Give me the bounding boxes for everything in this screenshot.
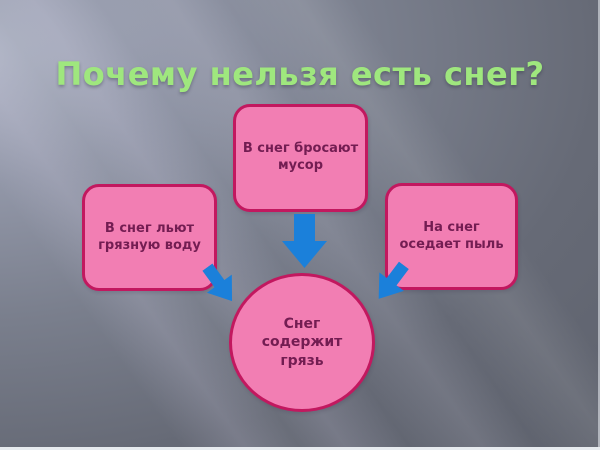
conclusion-circle: Снег содержит грязь: [229, 273, 375, 412]
slide-title: Почему нельзя есть снег?: [55, 55, 545, 94]
cause-box-label: На снег оседает пыль: [399, 219, 504, 252]
cause-box-dust: На снег оседает пыль: [385, 183, 518, 290]
arrow-top-to-circle-icon: [281, 214, 328, 269]
cause-box-label: В снег бросают мусор: [242, 141, 359, 173]
cause-box-label: В снег льют грязную воду: [98, 220, 201, 253]
cause-box-garbage: В снег бросают мусор: [233, 104, 368, 212]
arrow-left-to-circle-icon: [194, 258, 245, 312]
slide-edge-bottom: [0, 447, 600, 450]
cause-box-dirty-water: В снег льют грязную воду: [82, 184, 217, 291]
slide-edge-right: [598, 0, 600, 450]
arrow-right-to-circle-icon: [364, 255, 417, 310]
conclusion-label: Снег содержит грязь: [261, 316, 343, 369]
